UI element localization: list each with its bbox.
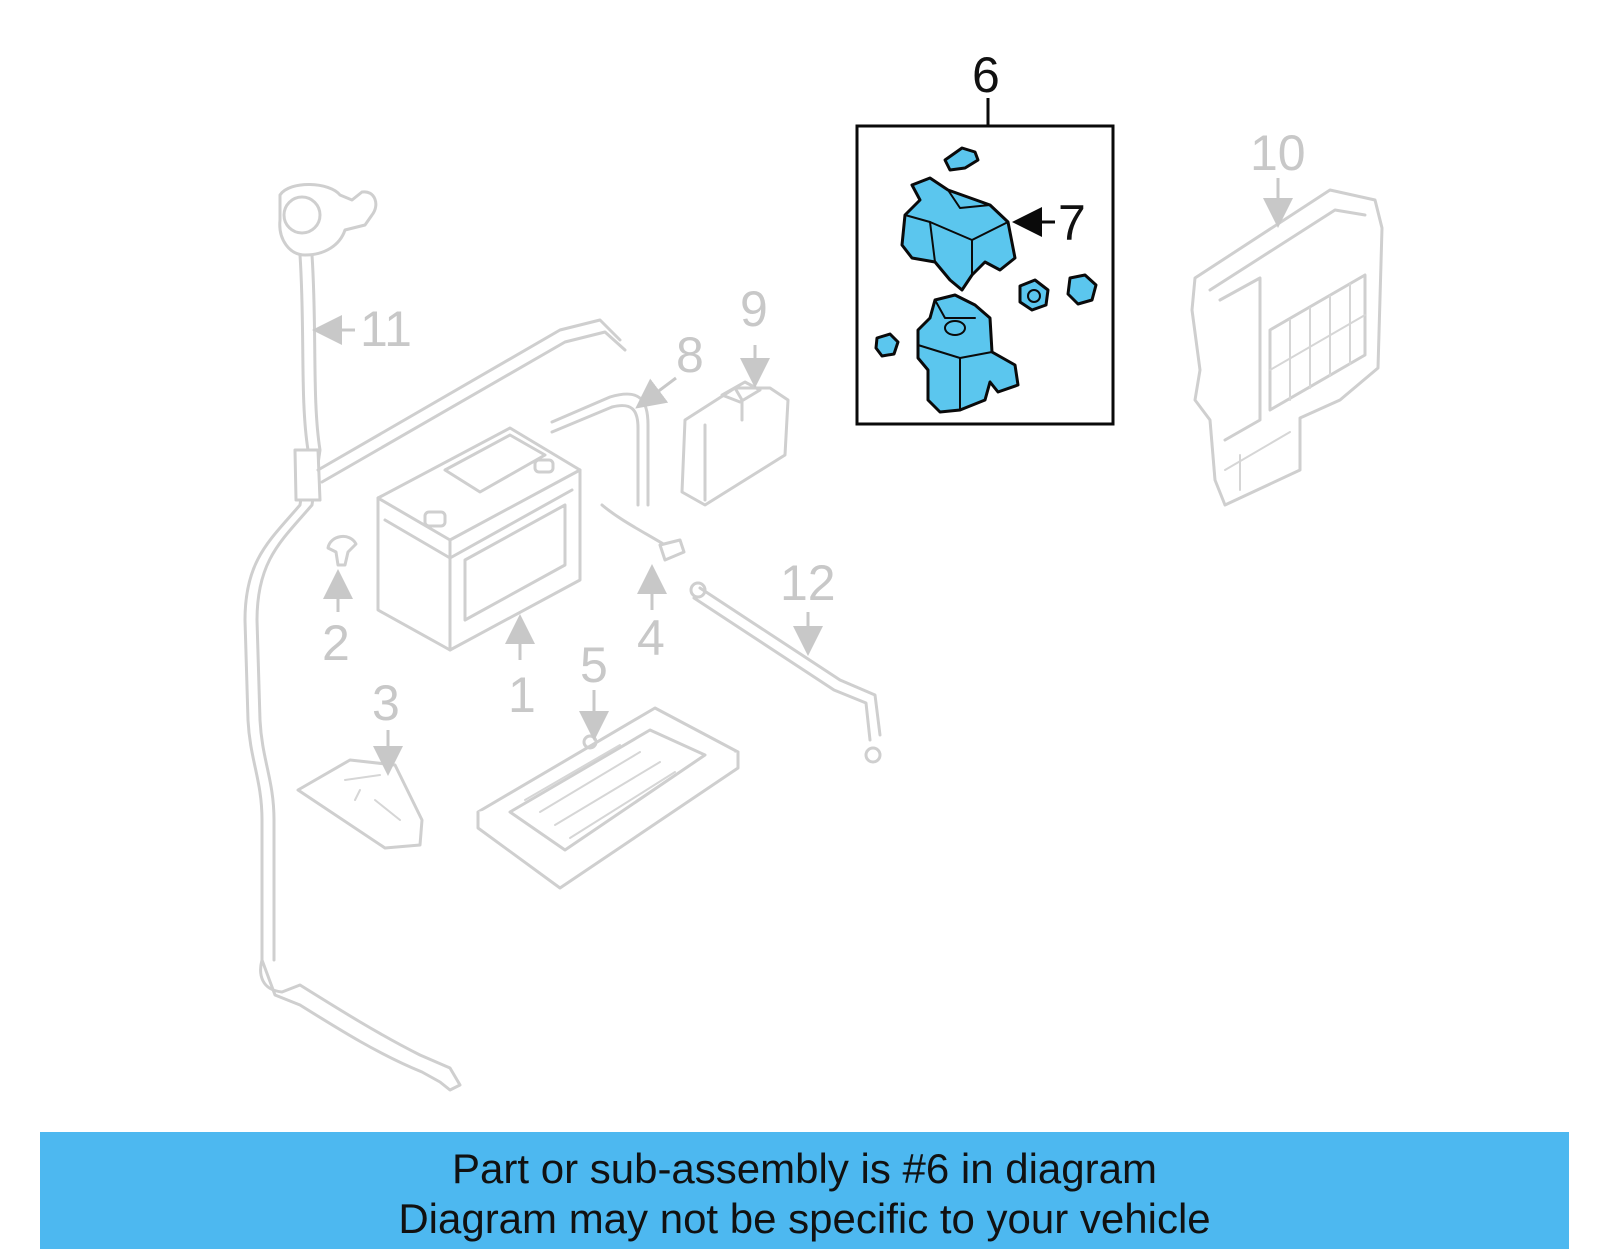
callout-2: 2 [322, 615, 350, 671]
sensor-part-4 [600, 503, 686, 562]
callout-4: 4 [637, 610, 665, 666]
callout-5: 5 [580, 637, 608, 693]
callout-3: 3 [372, 675, 400, 731]
callout-9: 9 [740, 281, 768, 337]
pad-part-3 [296, 758, 424, 850]
tray-part-5 [476, 706, 740, 890]
strap-part-12 [689, 581, 882, 764]
clip-part-2 [326, 535, 358, 567]
notice-banner: Part or sub-assembly is #6 in diagram Di… [40, 1132, 1569, 1249]
callout-10: 10 [1250, 125, 1306, 181]
callout-11: 11 [360, 301, 412, 357]
battery-cable-part-11 [243, 183, 627, 1092]
housing-part-10 [1190, 188, 1384, 507]
battery-part-1 [376, 426, 582, 652]
callout-6: 6 [972, 47, 1000, 103]
callout-7: 7 [1058, 195, 1086, 251]
module-part-9 [680, 380, 790, 507]
callout-1: 1 [508, 667, 536, 723]
banner-line-2: Diagram may not be specific to your vehi… [398, 1195, 1211, 1242]
callout-12: 12 [780, 555, 836, 611]
banner-line-1: Part or sub-assembly is #6 in diagram [452, 1145, 1157, 1192]
callout-8: 8 [676, 327, 704, 383]
assembly-part-6 [855, 98, 1115, 426]
